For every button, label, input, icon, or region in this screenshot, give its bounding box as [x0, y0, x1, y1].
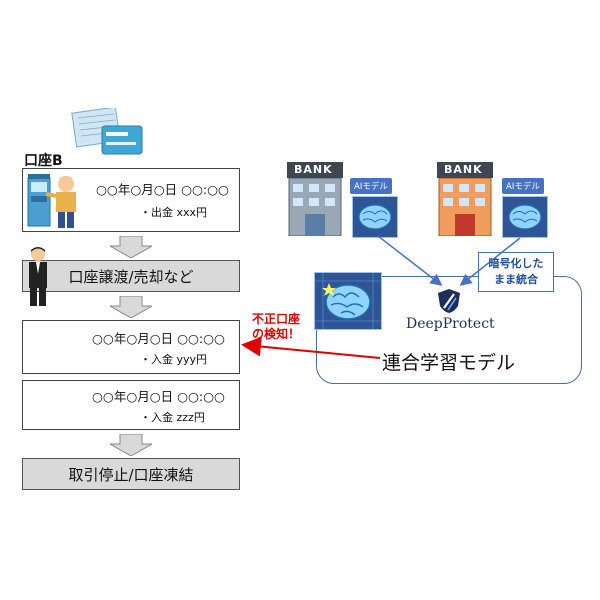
bank-2-ai-label: AIモデル	[502, 178, 544, 194]
step-transfer: 口座譲渡/売却など	[22, 260, 240, 292]
tx2-datetime: ○○年○月○日 ○○:○○	[92, 331, 225, 346]
detection-label: 不正口座 の検知！	[252, 312, 300, 342]
bank-1-building	[287, 162, 343, 237]
brand-name: DeepProtect	[406, 316, 495, 332]
encrypted-note-line-2: まま統合	[494, 273, 538, 286]
federated-model-label: 連合学習モデル	[382, 352, 516, 374]
brain-icon	[508, 204, 542, 230]
down-arrow-icon	[110, 236, 152, 258]
bank-1-ai-label: AIモデル	[350, 178, 392, 194]
brain-icon	[315, 273, 381, 329]
tx3-datetime: ○○年○月○日 ○○:○○	[92, 389, 225, 404]
down-arrow-icon	[110, 434, 152, 456]
bank-2-building	[437, 162, 493, 237]
detection-line-1: 不正口座	[252, 312, 301, 326]
deepprotect-logo-icon	[436, 288, 462, 314]
detection-line-2: の検知！	[252, 327, 301, 341]
transaction-box-3	[22, 380, 240, 430]
tx3-detail: ・入金 zzz円	[140, 411, 205, 424]
tx1-detail: ・出金 xxx円	[140, 206, 208, 219]
encrypted-note: 暗号化した まま統合	[478, 252, 554, 292]
federated-brain-box	[314, 272, 382, 330]
bank-2-brain-box	[502, 196, 548, 238]
bank-1-sign: BANK	[294, 163, 333, 176]
down-arrow-icon	[110, 296, 152, 318]
brain-icon	[358, 204, 392, 230]
tx1-datetime: ○○年○月○日 ○○:○○	[96, 182, 229, 197]
tx2-detail: ・入金 yyy円	[140, 353, 208, 366]
atm-user-illustration	[26, 170, 84, 230]
account-label: 口座B	[24, 153, 63, 169]
encrypted-note-line-1: 暗号化した	[488, 257, 544, 270]
bankbook-illustration	[68, 106, 148, 160]
step-stop-label: 取引停止/口座凍結	[68, 465, 194, 484]
businessman-illustration	[26, 246, 50, 308]
step-transfer-label: 口座譲渡/売却など	[68, 267, 194, 286]
federated-frame	[316, 276, 582, 384]
transaction-box-2	[22, 320, 240, 374]
bank-1-brain-box	[352, 196, 398, 238]
step-stop: 取引停止/口座凍結	[22, 458, 240, 490]
bank-2-sign: BANK	[444, 163, 483, 176]
